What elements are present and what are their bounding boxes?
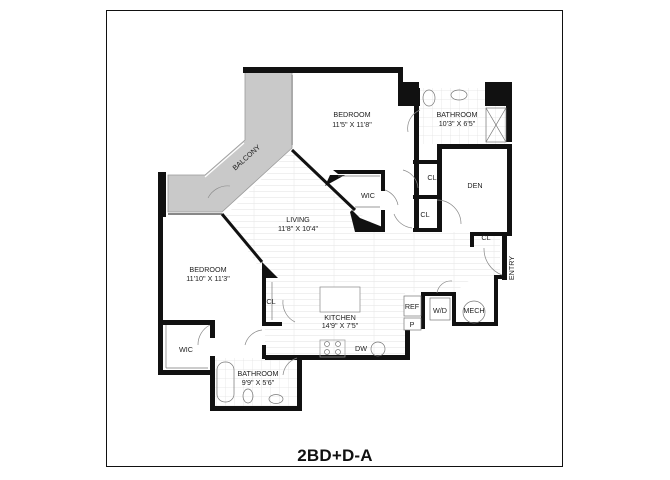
toilet-icon [242,388,254,404]
toilet-icon [422,89,436,107]
label-wic2: WIC [179,345,193,354]
sink-icon [450,89,468,101]
label-kitchen-dims: 14'9" X 7'5" [322,321,359,330]
doors [197,109,503,376]
plan-frame [106,10,563,467]
label-living-dims: 11'8" X 10'4" [278,224,319,233]
label-ref: REF [405,302,420,311]
label-cl3: CL [481,233,490,242]
bathtub-icon [216,361,235,403]
living-kitchen-floor [226,148,500,358]
label-kitchen: KITCHEN [324,313,356,322]
room-labels: BEDROOM 11'5" X 11'8" BATHROOM 10'3" X 6… [179,110,516,387]
kitchen-island [319,286,361,313]
walls [158,67,512,411]
label-bedroom2-dims: 11'10" X 11'3" [186,274,230,283]
label-bedroom2: BEDROOM [189,265,226,274]
bath2-floor [215,358,297,406]
label-bath1: BATHROOM [437,110,478,119]
mech-unit [462,300,486,324]
plan-title: 2BD+D-A [297,446,373,465]
label-bath2: BATHROOM [238,369,279,378]
label-bedroom1-dims: 11'5" X 11'8" [332,120,372,129]
label-entry: ENTRY [507,256,516,280]
label-living: LIVING [286,215,310,224]
label-dw: DW [355,344,367,353]
label-bath1-dims: 10'3" X 6'5" [439,119,476,128]
label-cl2: CL [420,210,429,219]
label-cl1: CL [427,173,436,182]
label-mech: MECH [463,306,484,315]
label-wd: W/D [433,306,447,315]
sink-icon [268,394,284,404]
label-bath2-dims: 9'9" X 5'6" [242,378,275,387]
label-pantry: P [410,320,415,329]
label-den: DEN [467,181,482,190]
fixtures [165,89,507,404]
label-wic1: WIC [361,191,375,200]
label-bedroom1: BEDROOM [333,110,370,119]
label-cl4: CL [266,297,275,306]
